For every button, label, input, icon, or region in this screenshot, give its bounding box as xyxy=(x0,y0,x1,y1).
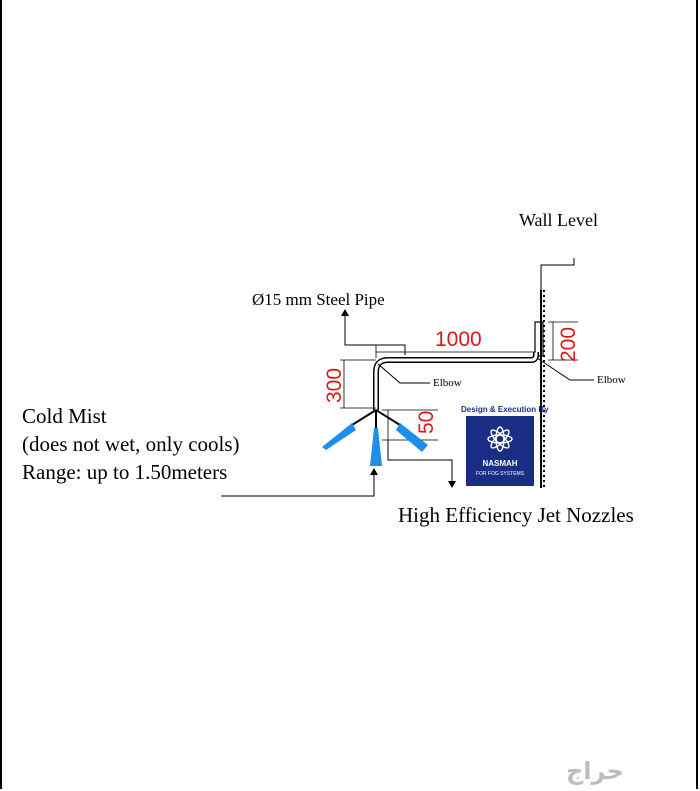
logo-caption: Design & Execution By xyxy=(461,405,549,414)
cold-mist-leader xyxy=(221,473,375,497)
watermark: حراج xyxy=(566,757,624,785)
pipe-label: Ø15 mm Steel Pipe xyxy=(252,290,385,309)
cold-mist-note: (does not wet, only cools) xyxy=(22,432,240,456)
pipe-leader-arrow xyxy=(341,309,349,316)
wall-bracket xyxy=(534,321,544,357)
nozzles-label: High Efficiency Jet Nozzles xyxy=(398,503,634,527)
steel-pipe-inner xyxy=(374,352,538,410)
elbow-left-leader xyxy=(377,363,430,384)
nozzle-branch-left xyxy=(351,409,377,426)
drop-dimension: 300 xyxy=(323,367,346,403)
nozzle-drop-dimension: 50 xyxy=(415,410,438,434)
elbow-right-label: Elbow xyxy=(597,374,626,386)
wall-level-leader xyxy=(540,258,575,290)
pipe-label-leader xyxy=(344,315,406,355)
nasmah-logo: NASMAH FOR FOG SYSTEMS xyxy=(466,416,534,486)
mist-spray-right xyxy=(396,423,428,452)
mist-spray-center xyxy=(370,428,382,466)
nozzle-leader-arrow xyxy=(448,481,456,488)
wall-level-label: Wall Level xyxy=(519,210,599,230)
cold-mist-title: Cold Mist xyxy=(22,404,107,428)
wall-offset-dimension: 200 xyxy=(557,326,580,362)
elbow-right-leader xyxy=(536,357,594,381)
logo-name: NASMAH xyxy=(482,459,518,468)
nozzle-leader xyxy=(387,440,453,482)
cold-mist-range: Range: up to 1.50meters xyxy=(22,460,228,484)
logo-subtitle: FOR FOG SYSTEMS xyxy=(475,471,525,477)
mist-spray-left xyxy=(322,423,356,450)
elbow-left-label: Elbow xyxy=(433,377,462,389)
nozzle-branch-right xyxy=(375,409,401,426)
cold-mist-leader-arrow xyxy=(370,468,378,475)
flower-icon xyxy=(487,426,513,452)
horizontal-dimension: 1000 xyxy=(435,328,482,351)
